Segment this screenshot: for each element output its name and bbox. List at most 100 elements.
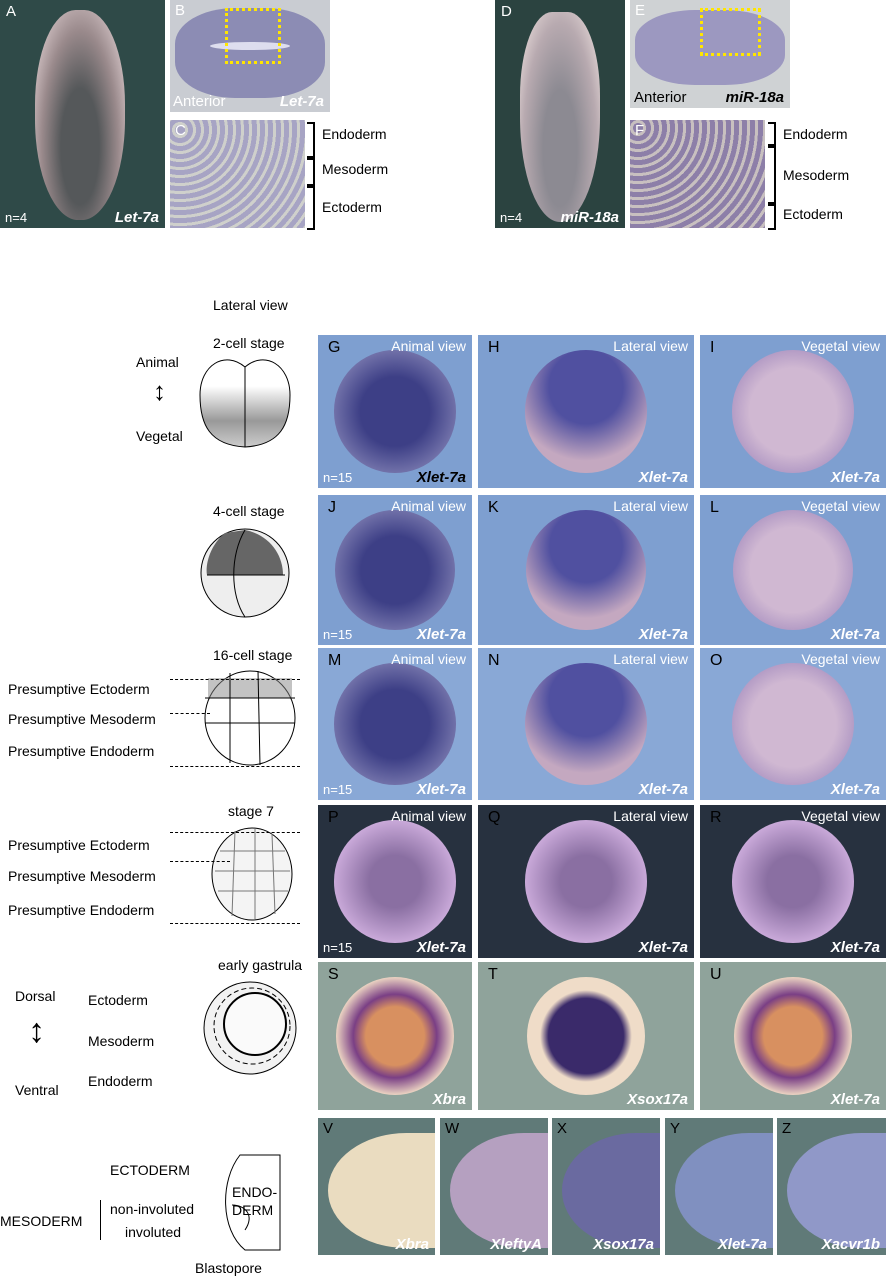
panel-u: U Xlet-7a <box>700 962 886 1110</box>
sixteen-cell-diagram <box>204 670 296 766</box>
panel-letter: H <box>488 339 500 356</box>
view-label: Lateral view <box>613 498 688 514</box>
orientation-label: Anterior <box>173 93 226 110</box>
panel-letter: J <box>328 499 336 516</box>
sample-count: n=15 <box>323 782 353 797</box>
gene-label: Xsox17a <box>627 1091 688 1108</box>
panel-letter: Z <box>782 1120 792 1137</box>
panel-letter: X <box>557 1120 568 1137</box>
embryo-image <box>35 10 125 220</box>
endoderm-caps-label: ENDO- DERM <box>232 1184 278 1218</box>
gene-label: Let-7a <box>279 93 324 110</box>
panel-z: Z Xacvr1b <box>777 1118 886 1255</box>
gastrula-diagram <box>203 981 297 1075</box>
embryo-image <box>524 820 648 943</box>
embryo-image <box>731 350 855 473</box>
axis-label: Animal <box>136 354 179 370</box>
presumptive-ectoderm-label: Presumptive Ectoderm <box>8 837 150 853</box>
double-arrow-icon: ↕ <box>28 1012 45 1050</box>
embryo-image <box>675 1133 773 1248</box>
sample-count: n=15 <box>323 470 353 485</box>
embryo-image <box>524 350 648 473</box>
stage-label: early gastrula <box>218 957 303 973</box>
embryo-image <box>328 1133 435 1248</box>
gene-label: XleftyA <box>490 1236 542 1253</box>
panel-c: C <box>170 120 305 228</box>
embryo-image <box>733 510 853 630</box>
axis-label: Vegetal <box>136 428 183 444</box>
embryo-image <box>450 1133 548 1248</box>
involution-diagram <box>225 1154 281 1251</box>
embryo-image <box>562 1133 660 1248</box>
panel-letter: G <box>328 339 341 356</box>
embryo-image <box>526 510 646 630</box>
gene-label: Xlet-7a <box>416 939 466 956</box>
panel-e: E Anterior miR-18a <box>630 0 790 108</box>
gene-label: Xlet-7a <box>830 1091 880 1108</box>
panel-a: A n=4 Let-7a <box>0 0 165 228</box>
view-label: Vegetal view <box>801 651 880 667</box>
panel-letter: E <box>635 2 646 19</box>
panel-letter: L <box>710 499 719 516</box>
sample-count: n=15 <box>323 940 353 955</box>
embryo-image <box>333 350 457 473</box>
view-label: Lateral view <box>613 338 688 354</box>
layer-label: Ectoderm <box>322 199 382 215</box>
gene-label: Xbra <box>432 1091 466 1108</box>
panel-letter: S <box>328 966 339 983</box>
panel-m: M Animal view n=15 Xlet-7a <box>318 648 472 800</box>
gene-label: Xacvr1b <box>821 1236 880 1253</box>
gene-label: Xsox17a <box>593 1236 654 1253</box>
non-involuted-label: non-involuted <box>110 1201 195 1217</box>
panel-letter: P <box>328 809 339 826</box>
gene-label: Xlet-7a <box>416 781 466 798</box>
panel-letter: D <box>501 3 512 20</box>
gene-label: Xbra <box>395 1236 429 1253</box>
panel-b: B Anterior Let-7a <box>170 0 330 112</box>
orientation-label: Anterior <box>634 89 687 106</box>
stage-label: stage 7 <box>228 803 274 819</box>
panel-letter: T <box>488 966 498 983</box>
stage7-diagram <box>211 827 293 921</box>
view-label: Vegetal view <box>801 808 880 824</box>
gene-label: Let-7a <box>114 209 159 226</box>
ectoderm-caps-label: ECTODERM <box>110 1162 190 1178</box>
view-label: Lateral view <box>613 651 688 667</box>
gene-label: Xlet-7a <box>638 781 688 798</box>
double-arrow-icon: ↕ <box>153 376 166 406</box>
panel-x: X Xsox17a <box>552 1118 660 1255</box>
mesoderm-label: Mesoderm <box>88 1033 155 1049</box>
layer-label: Endoderm <box>322 126 387 142</box>
panel-letter: K <box>488 499 499 516</box>
view-label: Animal view <box>391 651 466 667</box>
panel-letter: U <box>710 966 722 983</box>
blastopore-label: Blastopore <box>195 1260 262 1276</box>
layer-label: Endoderm <box>783 126 848 142</box>
mesoderm-caps-label: MESODERM <box>0 1213 83 1229</box>
embryo-image <box>787 1133 886 1248</box>
panel-letter: O <box>710 652 723 669</box>
gene-label: Xlet-7a <box>416 469 466 486</box>
panel-letter: M <box>328 652 342 669</box>
gene-label: Xlet-7a <box>638 469 688 486</box>
two-cell-diagram <box>199 359 291 448</box>
embryo-image <box>526 976 646 1096</box>
gene-label: Xlet-7a <box>830 626 880 643</box>
panel-letter: N <box>488 652 500 669</box>
sample-count: n=4 <box>500 210 523 225</box>
layer-label: Ectoderm <box>783 206 843 222</box>
involuted-label: involuted <box>125 1224 182 1240</box>
embryo-image <box>525 663 647 785</box>
panel-d: D n=4 miR-18a <box>495 0 625 228</box>
view-label: Vegetal view <box>801 498 880 514</box>
view-label: Vegetal view <box>801 338 880 354</box>
gene-label: Xlet-7a <box>638 626 688 643</box>
embryo-image <box>333 820 457 943</box>
